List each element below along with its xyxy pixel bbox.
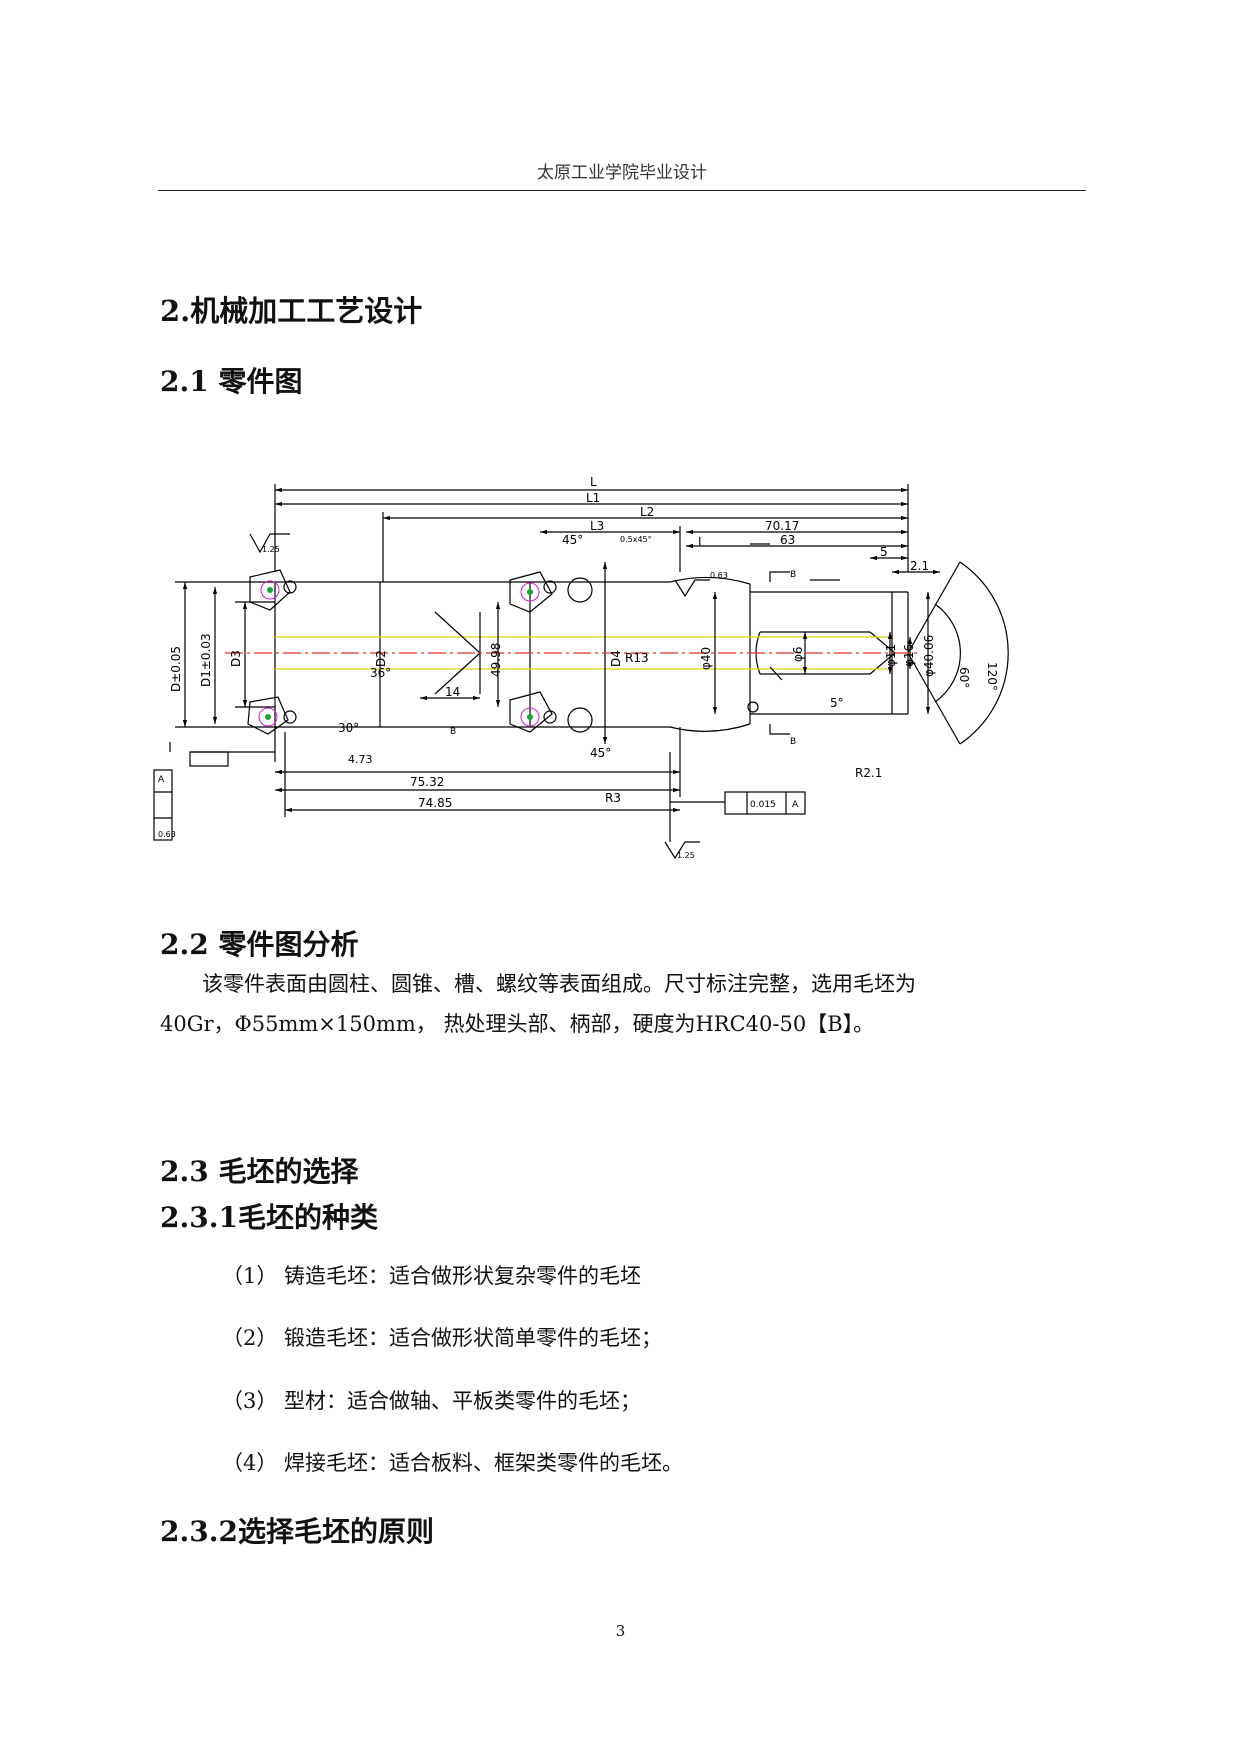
left-datum-A: A [158,775,165,785]
dim-phi6: φ6 [791,646,805,662]
analysis-line-2: 40Gr，Φ55mm×150mm， 热处理头部、柄部，硬度为HRC40-50【B… [160,1012,875,1036]
angle-5: 5° [830,696,844,710]
list-item-text: 锻造毛坯：适合做形状简单零件的毛坯； [284,1326,662,1350]
secB-bottom: B [790,737,796,747]
section-heading-2: 2.机械加工工艺设计 [160,294,423,328]
dim-L3: L3 [590,519,604,533]
list-item-number: （1） [222,1264,278,1288]
section-heading-2-3: 2.3 毛坯的选择 [160,1155,359,1188]
list-item: （4）焊接毛坯：适合板料、框架类零件的毛坯。 [222,1447,683,1477]
dim-75-32: 75.32 [410,775,444,789]
list-item-text: 焊接毛坯：适合板料、框架类零件的毛坯。 [284,1451,683,1475]
dim-4-73: 4.73 [348,753,373,766]
list-item-number: （4） [222,1451,278,1475]
angle-30: 30° [338,721,359,735]
dim-D3: D3 [229,650,243,667]
radius-R2-1: R2.1 [855,766,882,780]
section-I: I [698,535,702,549]
dim-70-17: 70.17 [765,519,799,533]
secB-top: B [790,570,796,580]
angle-45-top: 45° [562,533,583,547]
section-heading-2-1: 2.1 零件图 [160,365,303,398]
dim-phi40: φ40 [699,647,713,670]
chamfer-label: 0.5x45° [620,535,652,544]
dim-L2: L2 [640,505,654,519]
dim-5: 5 [880,545,888,559]
roughness-1-25-b: 1.25 [677,851,695,860]
part-drawing: L L1 L2 L3 70.17 63 5 2.1 45° 0.5x45° I … [153,475,1009,860]
angle-120: 120° [985,662,999,691]
dim-D4: D4 [609,650,623,667]
page-header: 太原工业学院毕业设计 [537,163,707,183]
list-item: （2）锻造毛坯：适合做形状简单零件的毛坯； [222,1322,662,1352]
section-heading-2-3-1: 2.3.1毛坯的种类 [160,1201,378,1234]
list-item: （1）铸造毛坯：适合做形状复杂零件的毛坯 [222,1260,641,1290]
angle-36: 36° [370,666,391,680]
header-rule [158,190,1086,191]
dim-L: L [590,475,597,489]
radius-R13: R13 [625,651,649,665]
list-item-text: 型材：适合做轴、平板类零件的毛坯； [284,1389,641,1413]
angle-60: 60° [957,667,971,688]
list-item-number: （2） [222,1326,278,1350]
list-item-text: 铸造毛坯：适合做形状复杂零件的毛坯 [284,1264,641,1288]
section-heading-2-2: 2.2 零件图分析 [160,928,359,961]
dim-phi11: φ11 [884,644,898,667]
left-datum-value: 0.63 [158,830,176,839]
dim-2-1: 2.1 [910,559,929,573]
angle-45-bottom: 45° [590,746,611,760]
radius-R3: R3 [605,791,621,805]
dim-14: 14 [445,685,460,699]
dim-D2: D2 [374,650,388,667]
tolerance-datum: A [792,800,799,810]
dim-D1: D1±0.03 [199,633,213,687]
dim-74-85: 74.85 [418,796,452,810]
dim-phi16: φ16 [902,644,916,667]
page-number: 3 [615,1622,626,1640]
dim-D: D±0.05 [169,646,183,692]
dim-L1: L1 [586,491,600,505]
section-heading-2-3-2: 2.3.2选择毛坯的原则 [160,1515,434,1548]
dim-63: 63 [780,533,795,547]
list-item: （3）型材：适合做轴、平板类零件的毛坯； [222,1385,641,1415]
tolerance-value: 0.015 [750,800,776,810]
list-item-number: （3） [222,1389,278,1413]
dim-phi40-06: φ40.06 [922,635,936,677]
analysis-line-1: 该零件表面由圆柱、圆锥、槽、螺纹等表面组成。尺寸标注完整，选用毛坯为 [202,972,916,996]
datum-B: B [450,727,456,737]
roughness-0-63: 0.63 [710,571,728,580]
roughness-1-25-a: 1.25 [262,545,280,554]
dim-49-98: 49.98 [489,643,503,677]
